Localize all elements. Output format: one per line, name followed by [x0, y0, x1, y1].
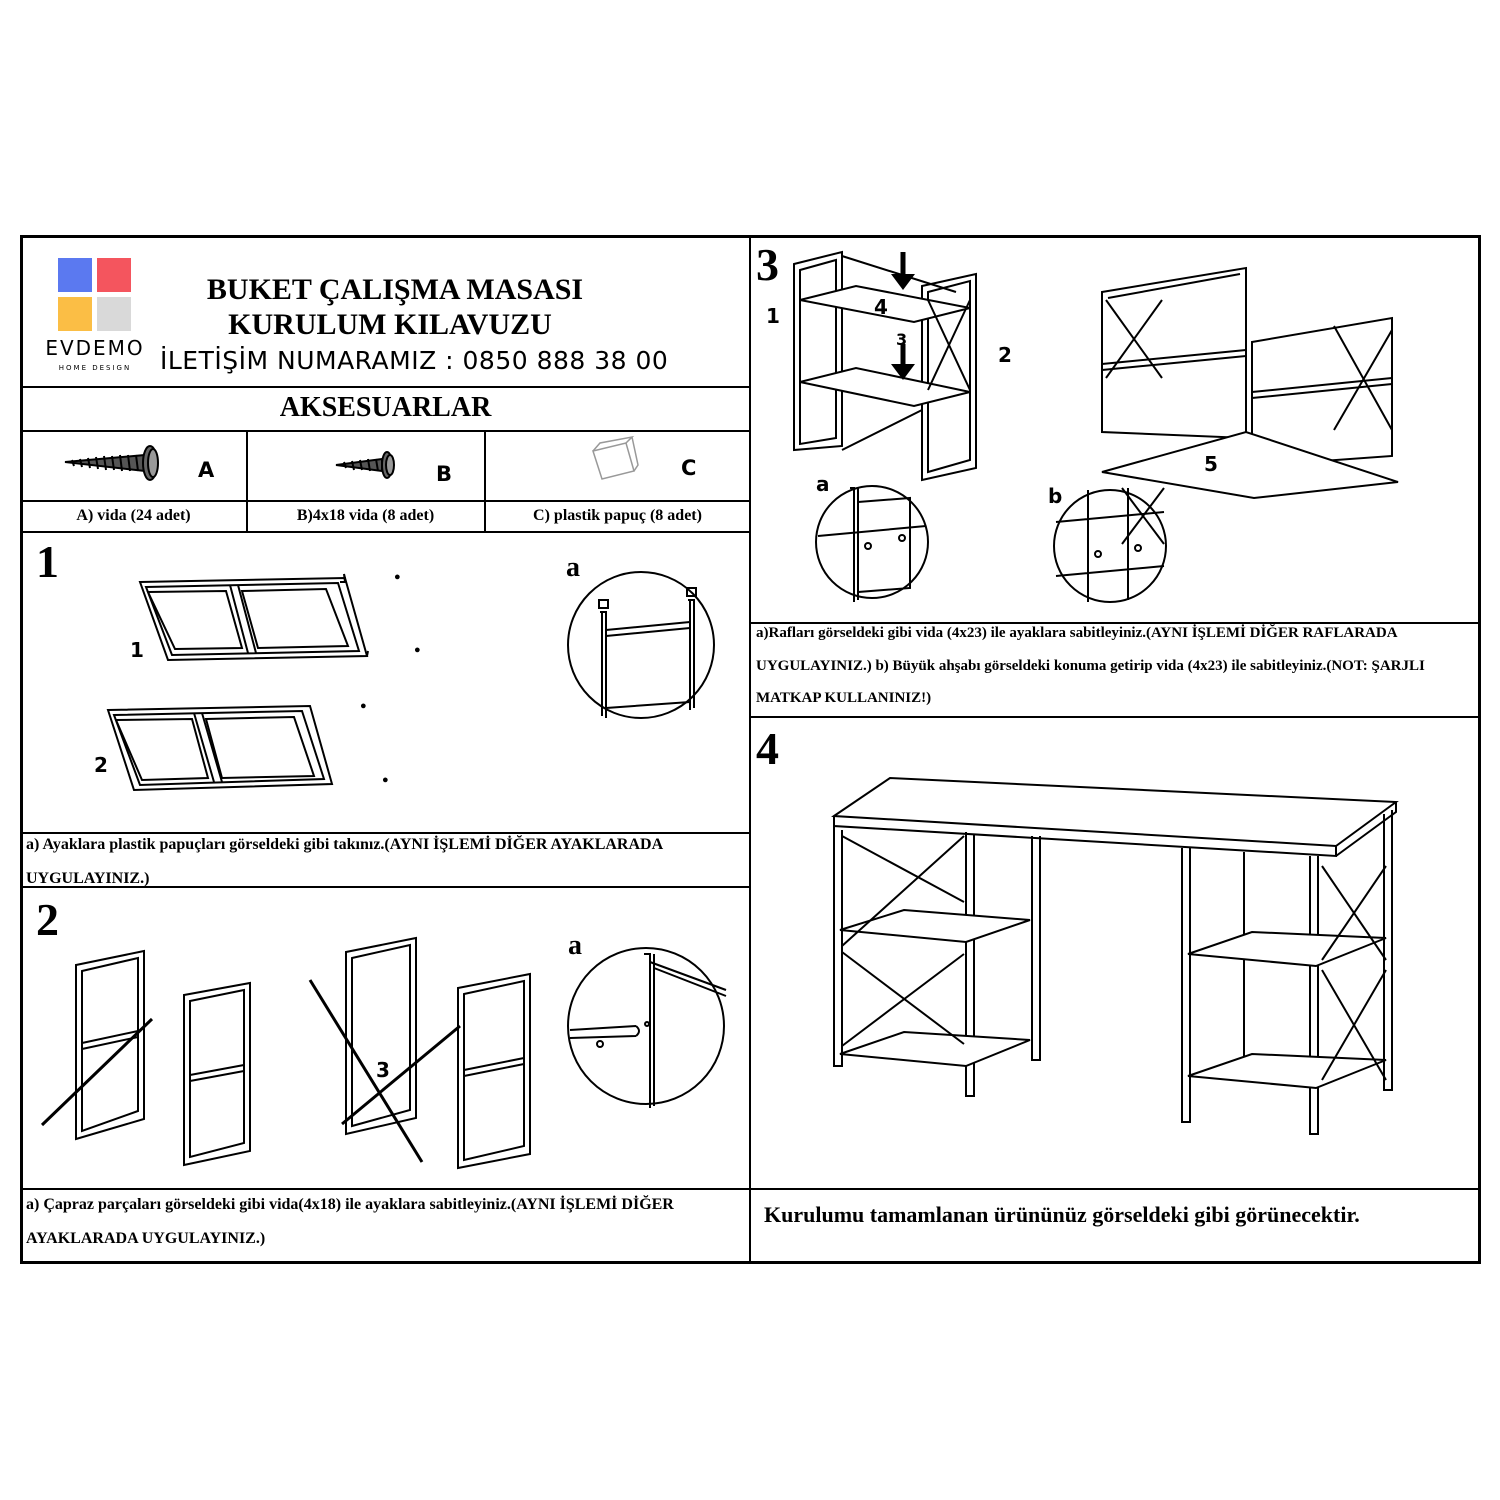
logo-square-red	[97, 258, 131, 292]
step-4-number: 4	[756, 723, 779, 774]
accessory-caption-a: A) vida (24 adet)	[76, 507, 191, 524]
divider-acc-heading	[21, 430, 750, 432]
divider-s2-top	[21, 886, 750, 888]
step-1-number: 1	[36, 536, 59, 587]
accessory-letter-c: C	[681, 456, 697, 480]
step-3-arrow-down-icon	[891, 344, 915, 380]
divider-acc-col2	[484, 431, 486, 532]
step-1-detail-circle	[567, 571, 715, 719]
step-2-number: 2	[36, 894, 59, 945]
divider-s1-instr	[21, 832, 750, 834]
step-4-instruction: Kurulumu tamamlanan ürününüz görseldeki …	[764, 1202, 1360, 1227]
logo	[58, 258, 132, 332]
divider-header	[21, 386, 750, 388]
step-3-label-5: 5	[1204, 452, 1218, 476]
long-screw-icon	[64, 445, 159, 481]
divider-s2-instr	[21, 1188, 750, 1190]
step-1-foot-part: ●	[394, 571, 401, 583]
step-2-label-3: 3	[376, 1058, 390, 1082]
logo-square-blue	[58, 258, 92, 292]
logo-square-yellow	[58, 297, 92, 331]
step-1-frame-1-drawing	[138, 573, 369, 662]
step-1-instruction-line1: a) Ayaklara plastik papuçları görseldeki…	[26, 836, 664, 853]
guide-title-line1: BUKET ÇALIŞMA MASASI	[206, 273, 584, 306]
step-3-instruction-line3: MATKAP KULLANINIZ!)	[756, 690, 932, 706]
step-1-label-1: 1	[130, 638, 144, 662]
contact-number: İLETİŞİM NUMARAMIZ : 0850 888 38 00	[160, 346, 669, 375]
guide-title-line2: KURULUM KILAVUZU	[228, 308, 552, 341]
brand-name: EVDEMO	[45, 336, 145, 360]
step-2-detail-circle	[567, 947, 727, 1108]
step-3-label-4: 4	[874, 295, 888, 319]
short-screw-icon	[335, 451, 395, 479]
step-3-label-1: 1	[766, 304, 780, 328]
divider-acc-bottom	[21, 531, 750, 533]
brand-subtitle: HOME DESIGN	[58, 364, 132, 372]
step-2-detail-label: a	[568, 930, 582, 961]
step-1-foot-part: ●	[360, 700, 367, 712]
step-1-frame-2-drawing	[106, 704, 334, 792]
accessory-caption-b: B)4x18 vida (8 adet)	[296, 507, 435, 524]
step-3-detail-b-circle	[1053, 487, 1167, 603]
divider-s3-instr	[750, 622, 1481, 624]
step-1-instruction-line2: UYGULAYINIZ.)	[26, 870, 150, 887]
accessories-heading: AKSESUARLAR	[279, 392, 492, 423]
step-3-shelf-assembly-drawing	[793, 250, 977, 482]
logo-square-grey	[97, 297, 131, 331]
divider-vertical-main	[749, 236, 751, 1263]
step-2-leg-frame-drawing	[40, 949, 251, 1167]
accessory-letter-a: A	[198, 458, 215, 482]
step-3-instruction-line2: UYGULAYINIZ.) b) Büyük ahşabı görseldeki…	[756, 658, 1425, 674]
step-3-instruction-line1: a)Rafları görseldeki gibi vida (4x23) il…	[756, 625, 1398, 641]
step-1-detail-label: a	[566, 552, 580, 583]
accessory-letter-b: B	[436, 462, 453, 486]
step-1-foot-part: ●	[414, 644, 421, 656]
step-4-finished-desk-drawing	[831, 776, 1399, 1135]
step-3-label-3: 3	[896, 330, 908, 349]
step-3-arrow-down-icon	[891, 252, 915, 290]
plastic-foot-icon	[592, 435, 639, 480]
divider-s4-instr	[750, 1188, 1481, 1190]
step-3-label-2: 2	[998, 343, 1012, 367]
step-3-detail-b-label: b	[1048, 484, 1063, 508]
step-2-instruction-line2: AYAKLARADA UYGULAYINIZ.)	[26, 1230, 266, 1247]
accessory-caption-c: C) plastik papuç (8 adet)	[533, 507, 702, 524]
divider-acc-col1	[246, 431, 248, 532]
step-3-detail-a-circle	[815, 485, 929, 602]
step-3-number: 3	[756, 239, 779, 290]
step-3-detail-a-label: a	[816, 472, 830, 496]
step-1-label-2: 2	[94, 753, 108, 777]
step-2-cross-assembly-drawing	[308, 936, 531, 1170]
divider-acc-caption	[21, 500, 750, 502]
step-2-instruction-line1: a) Çapraz parçaları görseldeki gibi vida…	[26, 1196, 674, 1213]
divider-s4-top	[750, 716, 1481, 718]
step-1-foot-part: ●	[382, 774, 389, 786]
step-3-two-units-drawing	[1101, 266, 1399, 500]
